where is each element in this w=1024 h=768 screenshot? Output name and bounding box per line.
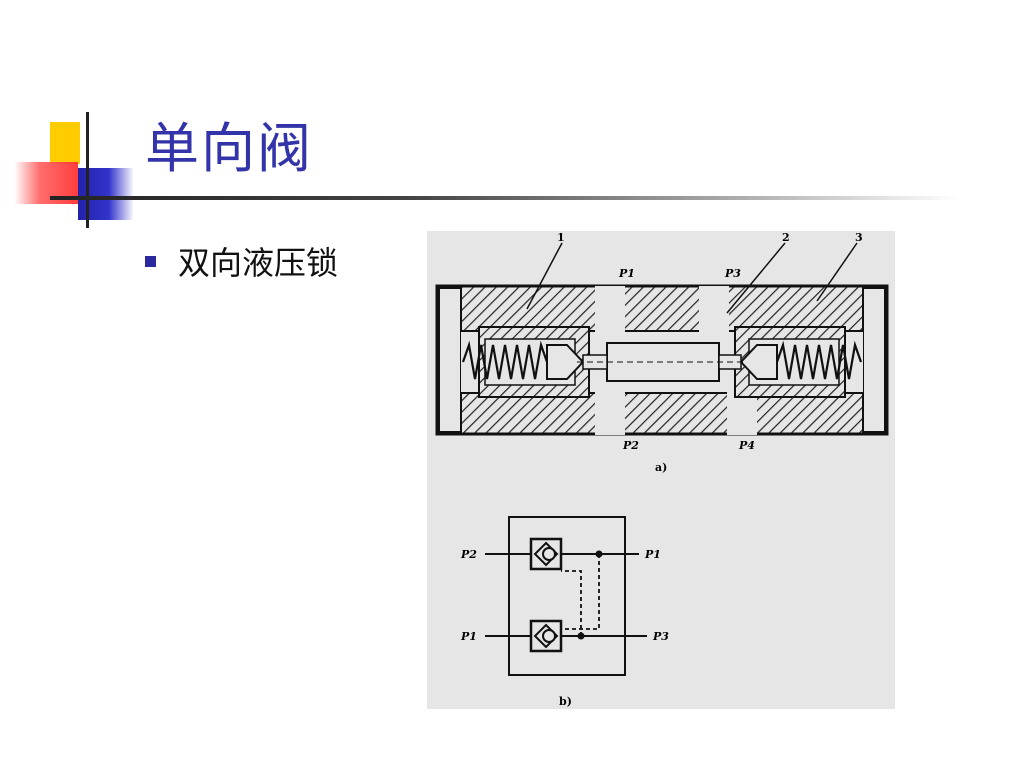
title-underline	[50, 196, 960, 200]
right-end-cap	[862, 287, 886, 433]
label-p3-top: P3	[724, 267, 741, 280]
part-number-1: 1	[557, 231, 565, 244]
label-p1-right: P1	[644, 548, 661, 561]
label-p3-right: P3	[652, 630, 669, 643]
diagram-a: 1 2 3 P1 P3 P2 P4 a)	[435, 231, 889, 474]
label-p1-top: P1	[618, 267, 635, 280]
figure-svg: 1 2 3 P1 P3 P2 P4 a)	[435, 231, 889, 708]
port-p1-passage	[595, 286, 625, 332]
part-number-3: 3	[855, 231, 863, 244]
pilot-line-lower	[561, 570, 582, 636]
caption-b: b)	[559, 695, 572, 708]
leader-line-2	[726, 242, 786, 314]
slide-title: 单向阀	[145, 117, 313, 180]
port-p3-passage	[699, 286, 729, 332]
bullet-square-icon	[145, 255, 156, 267]
symbol-outline	[508, 516, 626, 676]
left-poppet	[546, 344, 585, 380]
diagram-b: P2 P1 P1 P3 b)	[460, 516, 669, 708]
right-poppet	[739, 344, 778, 380]
right-spring	[775, 340, 863, 380]
label-p1-left: P1	[460, 630, 477, 643]
port-p4-passage	[727, 391, 757, 435]
caption-a: a)	[655, 461, 667, 474]
leader-line-1	[526, 242, 563, 310]
pilot-line-upper	[561, 554, 600, 630]
decor-vertical-line	[86, 112, 89, 228]
port-p2-passage	[595, 391, 625, 435]
bullet-text: 双向液压锁	[178, 244, 339, 282]
part-number-2: 2	[782, 231, 790, 244]
hydraulic-lock-figure: 1 2 3 P1 P3 P2 P4 a)	[427, 231, 895, 709]
label-p2-left: P2	[460, 548, 477, 561]
leader-line-3	[816, 242, 858, 302]
label-p4-bottom: P4	[738, 439, 755, 452]
decor-yellow-square	[50, 122, 80, 164]
left-end-cap	[438, 287, 462, 433]
bullet-item: 双向液压锁	[145, 238, 338, 284]
label-p2-bottom: P2	[622, 439, 639, 452]
left-spring	[461, 340, 549, 380]
